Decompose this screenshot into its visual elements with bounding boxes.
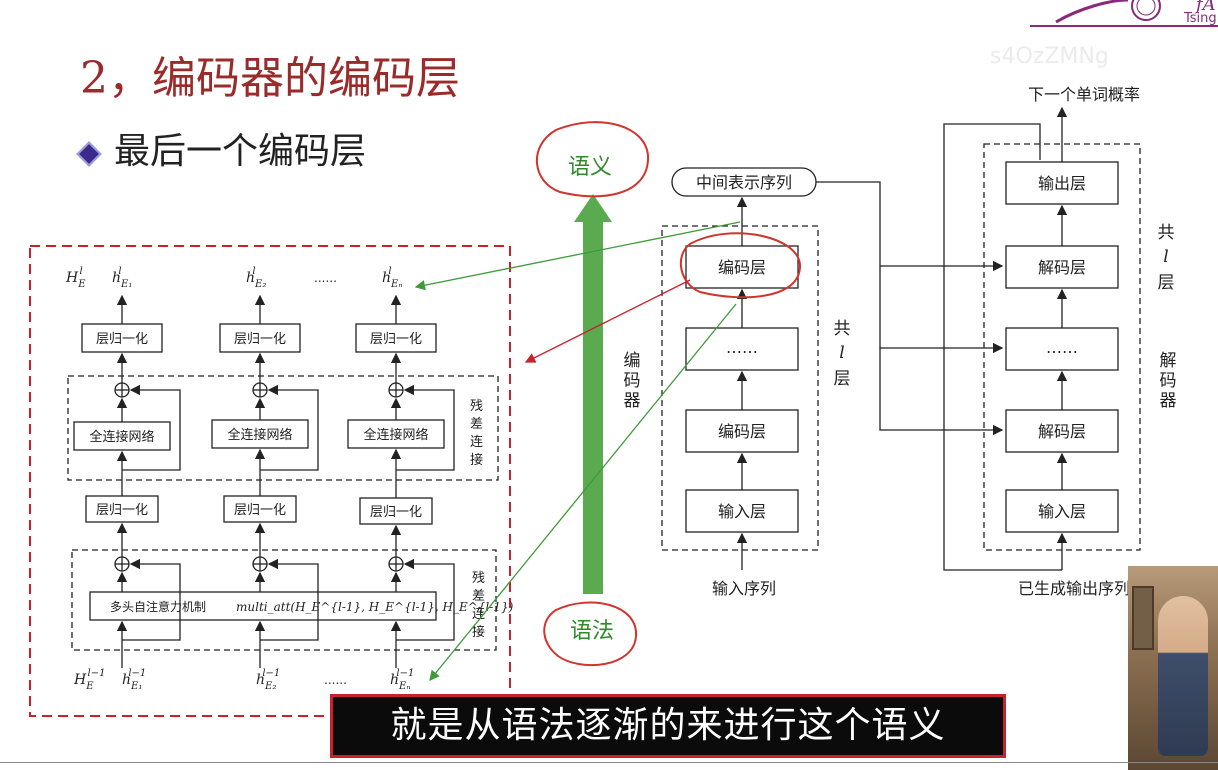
encoder-input-layer-label: 输入层 xyxy=(718,502,766,521)
bullet-item: 最后一个编码层 xyxy=(76,122,367,174)
residual-top-label-1: 残 xyxy=(470,399,483,414)
output-h1-label: hE₁l xyxy=(112,266,132,290)
layernorm-mid-1-label: 层归一化 xyxy=(96,503,148,518)
layernorm-mid-3-label: 层归一化 xyxy=(370,505,422,520)
svg-text:器: 器 xyxy=(624,391,641,411)
ffn-box-3 xyxy=(347,419,445,449)
ffn-1-label: 全连接网络 xyxy=(89,429,154,445)
svg-text:差: 差 xyxy=(470,417,483,432)
bullet-text: 最后一个编码层 xyxy=(114,131,367,172)
input-sequence-label: 输入序列 xyxy=(712,579,776,598)
svg-text:层: 层 xyxy=(834,369,851,389)
input-ellipsis: ...... xyxy=(324,673,347,687)
encoder-ellipsis-label: …… xyxy=(726,338,758,357)
residual-block-bottom xyxy=(71,549,497,651)
decoder-input-layer-label: 输入层 xyxy=(1038,502,1086,521)
encoder-count-label: 共 xyxy=(834,319,851,339)
red-pointer xyxy=(524,279,691,363)
layernorm-mid-2 xyxy=(223,495,297,523)
encoder-ellipsis-box xyxy=(685,327,799,371)
svg-text:l: l xyxy=(839,343,844,363)
input-hn-label: hEₙl−1 xyxy=(390,668,414,692)
svg-text:连: 连 xyxy=(472,606,485,622)
output-h2-label: hE₂l xyxy=(246,266,266,290)
output-ellipsis: ...... xyxy=(314,271,337,285)
input-h2-label: hE₂l−1 xyxy=(256,668,280,692)
layernorm-mid-1 xyxy=(85,495,159,523)
syntax-to-semantics-arrow xyxy=(574,194,612,594)
decoder-output-layer-label: 输出层 xyxy=(1038,174,1086,193)
university-logo: Tsing fA xyxy=(1030,0,1218,27)
ffn-2-label: 全连接网络 xyxy=(227,427,292,443)
encoder-input-layer xyxy=(685,489,799,533)
presenter-figure xyxy=(1158,596,1208,756)
layernorm-top-1-label: 层归一化 xyxy=(96,332,148,347)
logo-text: Tsing xyxy=(1183,11,1217,26)
svg-text:码: 码 xyxy=(1160,371,1177,391)
svg-text:层: 层 xyxy=(1158,273,1175,293)
presenter-webcam xyxy=(1128,566,1218,770)
ffn-box-2 xyxy=(211,419,309,449)
encoder-side-label: 编 xyxy=(624,351,641,371)
svg-text:l: l xyxy=(1163,247,1168,267)
video-subtitle: 就是从语法逐渐的来进行这个语义 xyxy=(330,694,1006,758)
svg-text:接: 接 xyxy=(472,624,485,640)
semantics-annotation: 语义 xyxy=(568,155,612,180)
bottom-divider xyxy=(0,762,1218,763)
layernorm-top-2-label: 层归一化 xyxy=(234,332,286,347)
svg-text:码: 码 xyxy=(624,371,641,391)
decoder-input-layer xyxy=(1005,489,1119,533)
syntax-annotation: 语法 xyxy=(570,619,614,644)
output-hn-label: hEₙl xyxy=(382,266,402,290)
layernorm-top-3-label: 层归一化 xyxy=(370,332,422,347)
svg-text:fA: fA xyxy=(1194,0,1216,15)
svg-text:接: 接 xyxy=(470,452,483,468)
decoder-ellipsis-label: …… xyxy=(1046,338,1078,357)
mha-label: 多头自注意力机制 xyxy=(110,599,206,614)
decoder-layer-bottom-label: 解码层 xyxy=(1038,422,1086,441)
mha-formula: multi_att(H_E^{l-1}, H_E^{l-1}, H_E^{l-1… xyxy=(236,600,514,614)
output-H-label: HEl xyxy=(65,266,86,290)
decoder-count-label: 共 xyxy=(1158,223,1175,243)
svg-text:连: 连 xyxy=(470,434,483,450)
residual-block-top xyxy=(67,375,499,481)
watermark: s4OzZMNg xyxy=(990,44,1109,69)
svg-text:器: 器 xyxy=(1160,391,1177,411)
decoder-layer-top xyxy=(1005,245,1119,289)
residual-bottom-label-1: 残 xyxy=(472,571,485,586)
ffn-3-label: 全连接网络 xyxy=(363,427,428,443)
encoder-layer-bottom-label: 编码层 xyxy=(718,422,766,441)
layernorm-mid-2-label: 层归一化 xyxy=(234,503,286,518)
layernorm-top-1 xyxy=(81,323,163,353)
encoder-layer-detail-frame xyxy=(29,245,511,717)
input-H-label: HEl−1 xyxy=(73,668,105,692)
decoder-layer-bottom xyxy=(1005,409,1119,453)
encoder-layer-top-label: 编码层 xyxy=(718,258,766,277)
intermediate-sequence-label: 中间表示序列 xyxy=(696,173,792,192)
layernorm-mid-3 xyxy=(359,497,433,525)
green-pointer-top xyxy=(414,221,741,291)
layernorm-top-2 xyxy=(219,323,301,353)
bullet-diamond-icon xyxy=(76,141,102,167)
multi-head-attention-box xyxy=(89,591,437,621)
annotation-circles xyxy=(536,121,802,667)
svg-text:差: 差 xyxy=(472,589,485,604)
generated-sequence-label: 已生成输出序列 xyxy=(1018,579,1130,598)
next-word-probability-label: 下一个单词概率 xyxy=(1028,85,1140,104)
green-pointer-bottom xyxy=(429,303,737,682)
decoder-side-label: 解 xyxy=(1160,351,1177,371)
decoder-layer-top-label: 解码层 xyxy=(1038,258,1086,277)
wall-picture xyxy=(1132,586,1154,650)
slide-title: 2，编码器的编码层 xyxy=(80,53,460,104)
input-h1-label: hE₁l−1 xyxy=(122,668,146,692)
